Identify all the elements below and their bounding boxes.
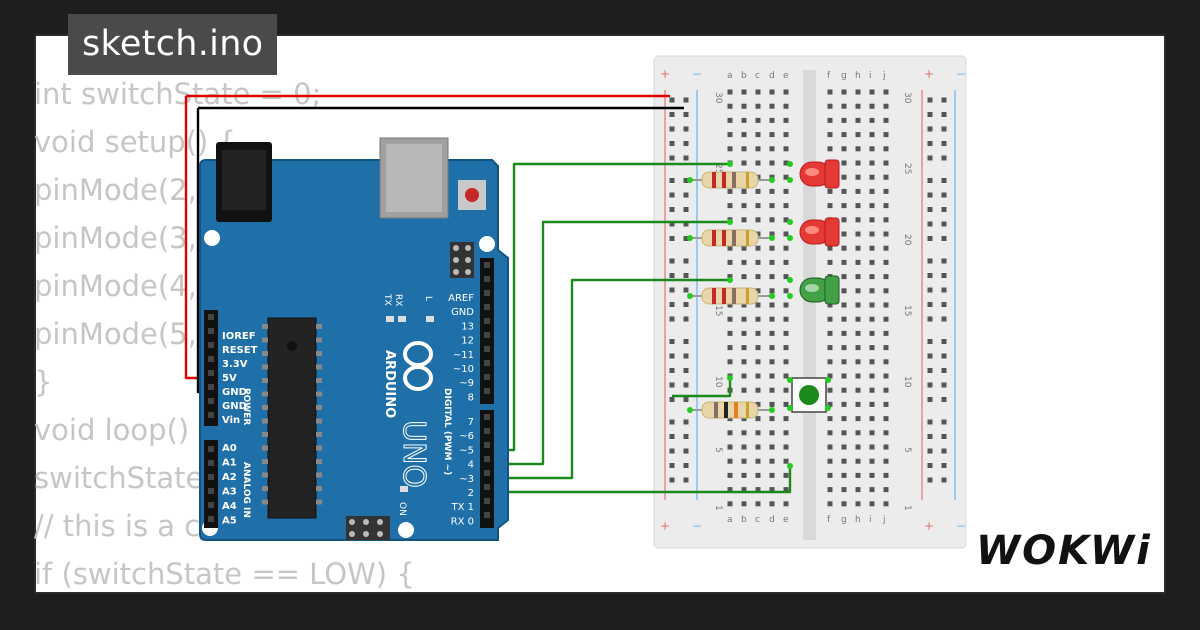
bb-row-number: 1 — [713, 505, 723, 511]
analog-pin-label: A4 — [222, 501, 237, 512]
digital-pin-label: ~9 — [459, 378, 474, 389]
wire-button — [672, 378, 732, 398]
svg-text:L: L — [423, 296, 433, 301]
digital-pin-label: 4 — [468, 460, 474, 471]
analog-pin-label: A5 — [222, 516, 237, 527]
svg-text:DIGITAL (PWM ~): DIGITAL (PWM ~) — [442, 388, 452, 475]
file-tab[interactable]: sketch.ino — [68, 14, 278, 75]
digital-pin-label: ~6 — [459, 431, 474, 442]
code-line[interactable]: int switchState = 0; — [34, 77, 322, 111]
digital-pin-label: ~10 — [453, 364, 474, 375]
digital-pin-label: 7 — [468, 417, 474, 428]
bb-row-number: 1 — [902, 505, 912, 511]
bb-col-letter: e — [783, 71, 789, 81]
bb-rail-sign: + — [660, 519, 670, 533]
bb-row-number: 15 — [902, 305, 912, 316]
power-pin-label: 5V — [222, 373, 237, 384]
power-pin-label: GND — [222, 401, 247, 412]
analog-pin-label: A0 — [222, 443, 237, 454]
power-pin-label: IOREF — [222, 331, 256, 342]
digital-pin-label: 12 — [461, 336, 474, 347]
bb-rail-sign: − — [692, 519, 702, 533]
led-green — [799, 275, 840, 305]
bb-col-letter: f — [827, 71, 831, 81]
bb-col-letter: g — [841, 515, 847, 525]
bb-row-number: 15 — [713, 305, 723, 316]
bb-row-number: 30 — [902, 92, 912, 104]
svg-text:TX: TX — [382, 293, 392, 306]
digital-pin-label: ~11 — [453, 350, 474, 361]
bb-col-letter: b — [741, 515, 747, 525]
bb-col-letter: b — [741, 71, 747, 81]
bb-col-letter: c — [755, 71, 760, 81]
bb-col-letter: e — [783, 515, 789, 525]
bb-row-number: 25 — [902, 163, 912, 174]
bb-col-letter: g — [841, 71, 847, 81]
resistors[interactable] — [690, 171, 770, 419]
bb-col-letter: c — [755, 515, 760, 525]
bb-col-letter: h — [855, 71, 861, 81]
power-pin-label: RESET — [222, 345, 258, 356]
svg-text:ON: ON — [397, 502, 407, 516]
analog-pin-label: A2 — [222, 472, 237, 483]
bb-col-letter: d — [769, 515, 775, 525]
bb-col-letter: j — [882, 515, 886, 525]
arduino-uno[interactable]: ARDUINO UNO TX RX L ON POWER ANALOG IN D… — [199, 137, 509, 541]
wire-pin4 — [487, 220, 730, 466]
bb-rail-sign: − — [956, 519, 966, 533]
digital-pin-label: RX 0 — [451, 516, 474, 527]
bb-col-letter: j — [882, 71, 886, 81]
svg-text:POWER: POWER — [241, 388, 251, 425]
bb-row-number: 10 — [713, 376, 723, 388]
bb-col-letter: f — [827, 515, 831, 525]
power-pin-label: Vin — [222, 415, 240, 426]
pushbutton[interactable] — [791, 377, 827, 413]
code-line[interactable]: if (switchState == LOW) { — [34, 557, 415, 591]
bb-rail-sign: + — [660, 67, 670, 81]
svg-text:ANALOG IN: ANALOG IN — [241, 462, 251, 518]
bb-col-letter: h — [855, 515, 861, 525]
arduino-brand: ARDUINO — [382, 350, 397, 418]
code-line[interactable]: } — [34, 365, 53, 399]
bb-row-number: 5 — [902, 447, 912, 453]
power-pin-label: GND — [222, 387, 247, 398]
svg-text:RX: RX — [393, 294, 403, 306]
leds[interactable] — [799, 159, 840, 305]
bb-col-letter: a — [727, 71, 733, 81]
bb-rail-sign: + — [924, 67, 934, 81]
bb-col-letter: d — [769, 71, 775, 81]
bb-rail-sign: − — [692, 67, 702, 81]
bb-col-letter: i — [869, 71, 872, 81]
bb-col-letter: i — [869, 515, 872, 525]
arduino-logo-icon — [403, 341, 433, 391]
digital-pin-label: ~5 — [459, 445, 474, 456]
bb-col-letter: a — [727, 515, 733, 525]
digital-pin-label: TX 1 — [451, 502, 475, 513]
digital-pin-label: AREF — [448, 293, 474, 304]
digital-pin-label: 8 — [468, 392, 474, 403]
digital-pin-label: ~3 — [459, 474, 474, 485]
arduino-model: UNO — [396, 420, 431, 488]
wire-pin2 — [487, 466, 792, 494]
bb-rail-sign: + — [924, 519, 934, 533]
bb-row-number: 10 — [902, 376, 912, 388]
wokwi-logo: WOKWi — [976, 528, 1152, 574]
bb-row-number: 25 — [713, 163, 723, 174]
wire-pin3 — [487, 278, 730, 480]
code-line[interactable]: void setup() { — [34, 125, 236, 159]
bb-rail-sign: − — [956, 67, 966, 81]
bb-row-number: 30 — [713, 92, 723, 104]
analog-pin-label: A3 — [222, 487, 237, 498]
bb-row-number: 5 — [713, 447, 723, 453]
digital-pin-label: GND — [451, 307, 474, 318]
digital-pin-label: 2 — [468, 488, 474, 499]
led-red-1 — [799, 159, 840, 189]
digital-pin-label: 13 — [461, 321, 474, 332]
power-pin-label: 3.3V — [222, 359, 248, 370]
bb-row-number: 20 — [902, 234, 912, 246]
analog-pin-label: A1 — [222, 458, 237, 469]
led-red-2 — [799, 217, 840, 247]
